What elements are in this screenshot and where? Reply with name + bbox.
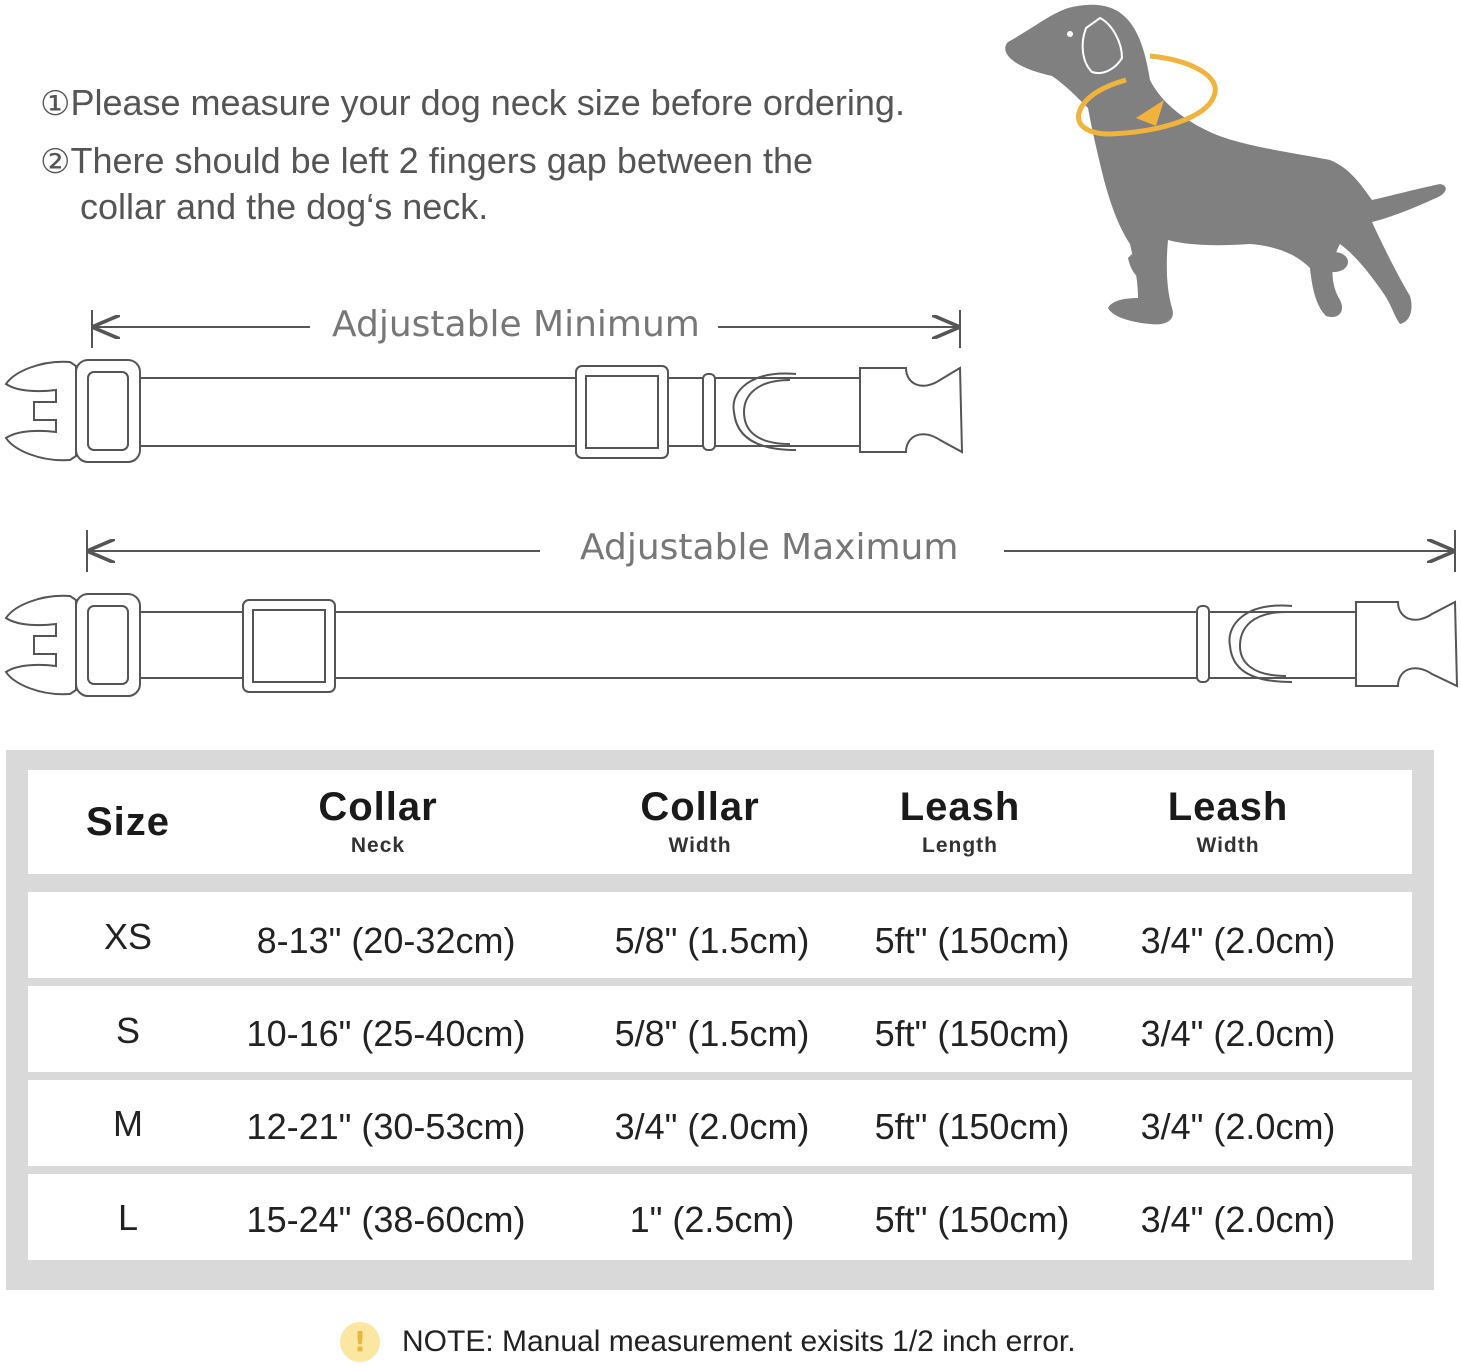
warning-icon: ! xyxy=(340,1322,380,1362)
max-dimension-line xyxy=(86,530,1456,572)
size-cell: XS xyxy=(103,916,153,957)
buckle-female-icon xyxy=(859,366,964,454)
leash-width-cell: 3/4" (2.0cm) xyxy=(1140,1013,1336,1054)
instruction-1: ①Please measure your dog neck size befor… xyxy=(40,82,905,124)
neck-cell: 10-16" (25-40cm) xyxy=(246,1013,526,1054)
table-row xyxy=(28,1174,1412,1260)
header-leash-width-sub: Width xyxy=(1196,834,1260,857)
size-cell: M xyxy=(113,1103,143,1144)
collar-width-cell: 3/4" (2.0cm) xyxy=(614,1106,810,1147)
collar-maximum xyxy=(4,593,1459,697)
neck-cell: 12-21" (30-53cm) xyxy=(246,1106,526,1147)
header-leash-length: Leash xyxy=(899,785,1021,829)
header-collar-neck: Collar xyxy=(318,785,438,829)
header-collar-width: Collar xyxy=(640,785,760,829)
table-row xyxy=(28,892,1412,978)
min-dimension-line xyxy=(91,310,961,348)
neck-cell: 8-13" (20-32cm) xyxy=(256,920,516,961)
buckle-male-icon xyxy=(4,360,77,462)
adjustable-maximum-label: Adjustable Maximum xyxy=(580,527,959,568)
instruction-2-text: There should be left 2 fingers gap betwe… xyxy=(70,140,813,181)
adjustable-minimum-label: Adjustable Minimum xyxy=(332,304,700,345)
collar-minimum xyxy=(4,359,964,463)
collar-width-cell: 1" (2.5cm) xyxy=(629,1199,795,1240)
instruction-1-number: ① xyxy=(40,84,71,124)
d-ring-icon xyxy=(1228,604,1293,683)
table-header-row xyxy=(28,770,1412,874)
header-leash-width: Leash xyxy=(1167,785,1289,829)
collar-width-cell: 5/8" (1.5cm) xyxy=(614,920,810,961)
dog-illustration xyxy=(1005,4,1446,325)
instruction-2-continued: collar and the dog‘s neck. xyxy=(80,186,489,227)
size-cell: L xyxy=(117,1197,139,1238)
instruction-2: ②There should be left 2 fingers gap betw… xyxy=(40,140,813,182)
table-row xyxy=(28,1080,1412,1166)
leash-width-cell: 3/4" (2.0cm) xyxy=(1140,1106,1336,1147)
table-row xyxy=(28,986,1412,1072)
instruction-2-number: ② xyxy=(40,142,71,182)
d-ring-icon xyxy=(732,372,797,451)
dog-ear-icon xyxy=(1081,16,1124,74)
header-collar-neck-sub: Neck xyxy=(350,834,406,857)
header-leash-length-sub: Length xyxy=(922,834,998,857)
header-collar-width-sub: Width xyxy=(668,834,732,857)
collar-width-cell: 5/8" (1.5cm) xyxy=(614,1013,810,1054)
neck-cell: 15-24" (38-60cm) xyxy=(246,1199,526,1240)
collar-diagrams xyxy=(4,310,1459,697)
buckle-female-icon xyxy=(1355,600,1459,688)
leash-length-cell: 5ft" (150cm) xyxy=(874,920,1070,961)
instruction-1-text: Please measure your dog neck size before… xyxy=(70,82,905,123)
note: ! NOTE: Manual measurement exisits 1/2 i… xyxy=(340,1322,1076,1362)
note-text: NOTE: Manual measurement exisits 1/2 inc… xyxy=(402,1325,1076,1358)
header-size: Size xyxy=(85,800,171,844)
leash-width-cell: 3/4" (2.0cm) xyxy=(1140,920,1336,961)
leash-length-cell: 5ft" (150cm) xyxy=(874,1199,1070,1240)
leash-width-cell: 3/4" (2.0cm) xyxy=(1140,1199,1336,1240)
leash-length-cell: 5ft" (150cm) xyxy=(874,1013,1070,1054)
neck-measure-ring-icon xyxy=(1076,53,1218,137)
leash-length-cell: 5ft" (150cm) xyxy=(874,1106,1070,1147)
buckle-male-icon xyxy=(4,594,77,696)
size-cell: S xyxy=(115,1010,140,1051)
